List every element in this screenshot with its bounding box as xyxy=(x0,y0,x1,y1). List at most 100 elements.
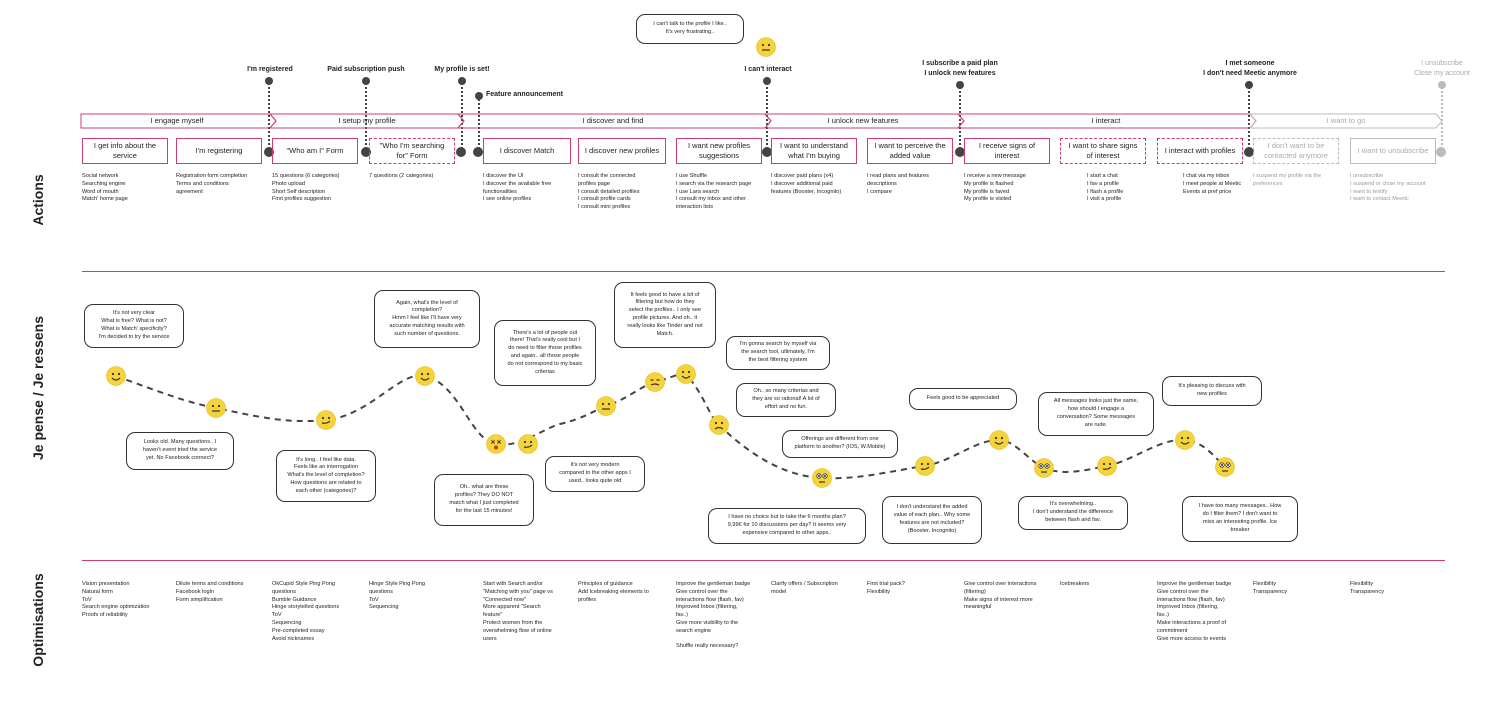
step-discover-profiles: I discover new profiles xyxy=(578,138,666,164)
dot-unsubscribe xyxy=(1438,81,1446,89)
feeling-bubble: It's not very clear What is free? What i… xyxy=(84,304,184,348)
event-cant-interact: I can't interact xyxy=(744,66,792,73)
top-feeling-bubble: I can't talk to the profile I like.. It'… xyxy=(636,14,744,44)
stem-7 xyxy=(1248,84,1250,153)
step-understand-buying: I want to understand what I'm buying xyxy=(771,138,857,164)
stem-6 xyxy=(959,84,961,153)
dot-profile-set xyxy=(458,77,466,85)
stem-4 xyxy=(478,96,480,153)
step-registering: I'm registering xyxy=(176,138,262,164)
feeling-bubble: Oh.. so many criterias and they are so r… xyxy=(736,383,836,417)
actions-share-signs: I start a chat I fav a profile I flash a… xyxy=(1087,173,1124,203)
actions-who-searching: 7 questions (2 categories) xyxy=(369,173,434,179)
step-profile-suggestions: I want new profiles suggestions xyxy=(676,138,762,164)
phase-interact: I interact xyxy=(1091,116,1121,125)
phase-arrows xyxy=(80,113,1443,129)
feeling-bubble: I don't understand the added value of ea… xyxy=(882,496,982,544)
milestone-dot xyxy=(955,147,965,157)
phase-setup: I setup my profile xyxy=(338,116,396,125)
smile-face-icon xyxy=(415,366,435,391)
phase-discover: I discover and find xyxy=(582,116,644,125)
opt-profile-suggestions: Improve the gentleman badge Give control… xyxy=(676,581,751,650)
smile-face-icon xyxy=(676,364,696,389)
event-profile-set: My profile is set! xyxy=(434,66,490,73)
opt-perceive-value: First trial pack? Flexibility xyxy=(867,581,905,595)
feeling-bubble: Feels good to be appreciated xyxy=(909,388,1017,410)
feeling-bubble: I'm gonna search by myself via the searc… xyxy=(726,336,830,370)
shocked-face-icon xyxy=(486,434,506,459)
actions-dont-want-contact: I suspend my profile via the preferences xyxy=(1253,173,1322,187)
opt-who-searching: Hinge Style Ping Pong questions ToV Sequ… xyxy=(369,581,425,611)
milestone-dot xyxy=(456,147,466,157)
feeling-bubble: All messages looks just the same, how sh… xyxy=(1038,392,1154,436)
milestone-dot xyxy=(264,147,274,157)
actions-receive-signs: I receive a new message My profile is fl… xyxy=(964,173,1026,203)
actions-profile-suggestions: I use Shuffle I search via the research … xyxy=(676,173,752,211)
dot-subscribe xyxy=(956,81,964,89)
event-met-someone: I met someone I don't need Meetic anymor… xyxy=(1203,60,1297,77)
smile-face-icon xyxy=(106,366,126,391)
feeling-bubble: There's a lot of people out there! That'… xyxy=(494,320,596,386)
step-share-signs: I want to share signs of interest xyxy=(1060,138,1146,164)
milestone-dot xyxy=(762,147,772,157)
milestone-dot xyxy=(473,147,483,157)
divider-top xyxy=(82,271,1445,272)
opt-understand-buying: Clarify offers / Subscription model xyxy=(771,581,838,595)
feeling-bubble: It's not very modern compared to the oth… xyxy=(545,456,645,492)
smile-face-icon xyxy=(989,430,1009,455)
actions-discover-match: I discover the UI I discover the availab… xyxy=(483,173,552,203)
opt-registering: Dilute terms and conditions Facebook log… xyxy=(176,581,244,603)
neutral-face-icon xyxy=(206,398,226,423)
feeling-bubble: I have too many messages.. How do I filt… xyxy=(1182,496,1298,542)
feeling-bubble: It feels good to have a bit of filtering… xyxy=(614,282,716,348)
actions-unsubscribe: I unsubscribe I suspend or close my acco… xyxy=(1350,173,1426,203)
neutral-face-icon xyxy=(756,37,776,62)
step-perceive-value: I want to perceive the added value xyxy=(867,138,953,164)
opt-dont-want-contact: Flexibility Transparency xyxy=(1253,581,1287,595)
opt-interact-profiles: Improve the gentleman badge Give control… xyxy=(1157,581,1232,642)
feeling-bubble: It's overwhelming.. I don't understand t… xyxy=(1018,496,1128,530)
milestone-dot xyxy=(361,147,371,157)
actions-understand-buying: I discover paid plans (x4) I discover ad… xyxy=(771,173,842,195)
stem-8 xyxy=(1441,84,1443,153)
actions-who-am-i: 15 questions (6 categories) Photo upload… xyxy=(272,173,340,203)
opt-discover-match: Start with Search and/or "Matching with … xyxy=(483,581,553,642)
actions-get-info: Social network Searching engine Word of … xyxy=(82,173,128,203)
milestone-dot xyxy=(1244,147,1254,157)
step-get-info: I get info about the service xyxy=(82,138,168,164)
actions-registering: Registration form completion Terms and c… xyxy=(176,173,248,195)
divider-bottom xyxy=(82,560,1445,561)
neutral-face-icon xyxy=(596,396,616,421)
step-unsubscribe: I want to unsubscribe xyxy=(1350,138,1436,164)
feeling-bubble: It's long.. I feel like data. Feels like… xyxy=(276,450,376,502)
stem-3 xyxy=(461,80,463,153)
event-registered: I'm registered xyxy=(247,66,293,73)
actions-discover-profiles: I consult the connected profiles page I … xyxy=(578,173,640,211)
event-feature-announcement: Feature announcement xyxy=(486,91,564,98)
wide-eye-face-icon xyxy=(812,468,832,493)
smirk-face-icon xyxy=(915,456,935,481)
opt-who-am-i: OkCupid Style Ping Pong questions Bumble… xyxy=(272,581,340,642)
step-interact-profiles: I interact with profiles xyxy=(1157,138,1243,164)
step-who-am-i: "Who am I" Form xyxy=(272,138,358,164)
wide-eye-face-icon xyxy=(1215,457,1235,482)
opt-receive-signs: Give control over interactions (filterin… xyxy=(964,581,1037,611)
phase-engage: I engage myself xyxy=(150,116,204,125)
opt-discover-profiles: Principles of guidance Add Icebreaking e… xyxy=(578,581,649,603)
step-receive-signs: I receive signs of interest xyxy=(964,138,1050,164)
event-paid-push: Paid subscription push xyxy=(327,66,405,73)
step-dont-want-contact: I don't want to be contacted anymore xyxy=(1253,138,1339,164)
opt-share-signs: Icebreakers xyxy=(1060,581,1090,587)
feeling-bubble: Oh.. what are these profiles? They DO NO… xyxy=(434,474,534,526)
dot-cant-interact xyxy=(763,77,771,85)
meh-face-icon xyxy=(645,372,665,397)
feeling-bubble: Offerings are different from one platfor… xyxy=(782,430,898,458)
smirk-face-icon xyxy=(518,434,538,459)
sad-face-icon xyxy=(709,415,729,440)
stem-2 xyxy=(365,80,367,153)
feeling-bubble: I have no choice but to take the 6 month… xyxy=(708,508,866,544)
actions-perceive-value: I read plans and features descriptions I… xyxy=(867,173,929,195)
feeling-bubble: It's pleasing to discuss with new profil… xyxy=(1162,376,1262,406)
smirk-face-icon xyxy=(316,410,336,435)
stem-1 xyxy=(268,80,270,153)
